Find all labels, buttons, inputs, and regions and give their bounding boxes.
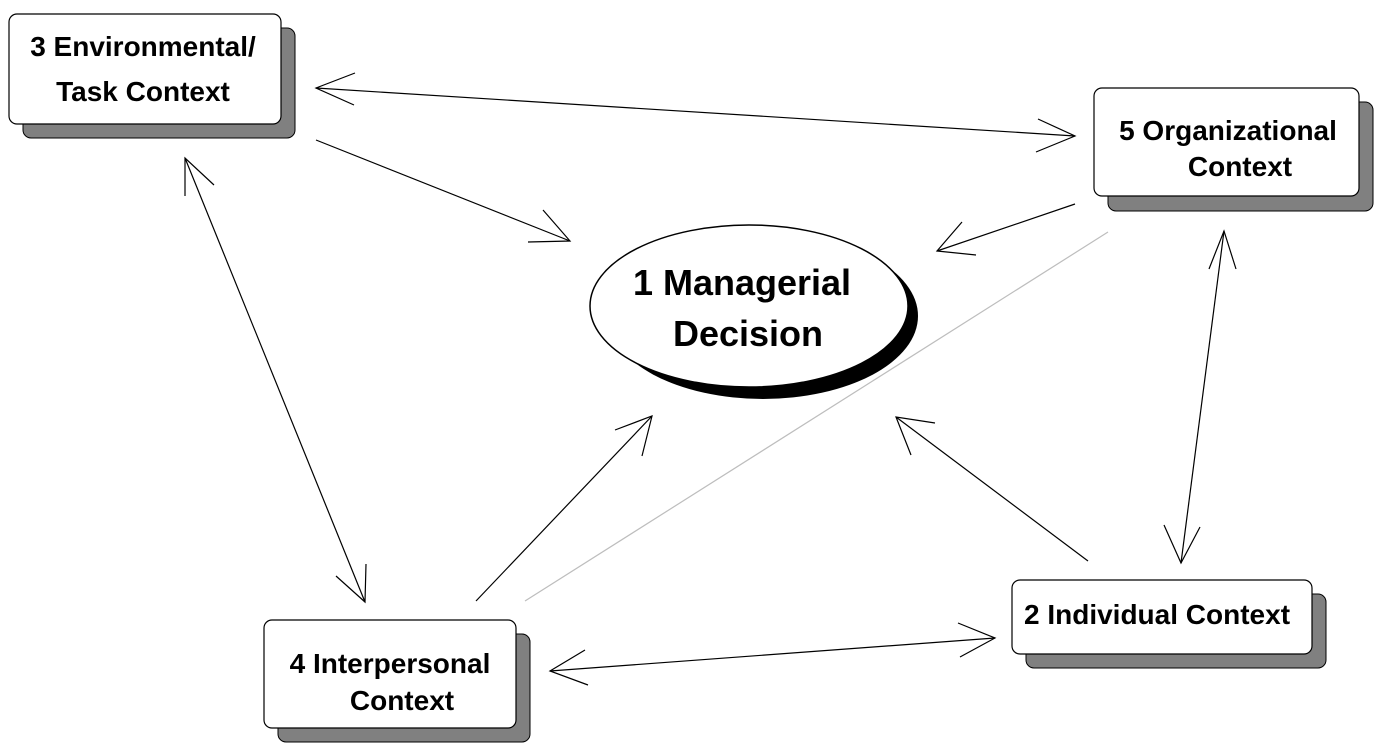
arrow-interpersonal-decision (475, 415, 653, 602)
interpersonal-box (263, 619, 517, 729)
organizational-interpersonal-line (524, 231, 1109, 602)
organizational-label-line-2: Context (1188, 151, 1292, 182)
managerial-decision-node: 1 Managerial Decision (589, 224, 918, 399)
organizational-label-line-1: 5 Organizational (1119, 115, 1337, 146)
connectors (184, 72, 1237, 686)
arrow-organizational-decision (935, 203, 1076, 256)
arrow-interpersonal-individual (548, 622, 997, 686)
environmental-label-line-2: Task Context (56, 76, 230, 107)
interpersonal-context-node: 4 Interpersonal Context (263, 619, 531, 743)
arrow-environmental-organizational (314, 72, 1077, 153)
individual-box (1011, 579, 1313, 655)
organizational-context-node: 5 Organizational Context (1093, 87, 1374, 212)
environmental-label-line-1: 3 Environmental/ (30, 31, 256, 62)
arrow-organizational-individual (1163, 229, 1237, 565)
environmental-task-context-node: 3 Environmental/ Task Context (8, 13, 296, 139)
interpersonal-label-line-1: 4 Interpersonal (290, 648, 491, 679)
decision-label-line-1: 1 Managerial (633, 262, 851, 303)
organizational-box (1093, 87, 1360, 197)
interpersonal-label-line-2: Context (350, 685, 454, 716)
arrow-environmental-interpersonal (184, 156, 367, 604)
arrow-environmental-decision (315, 139, 572, 243)
decision-label-line-2: Decision (673, 313, 823, 354)
arrow-individual-decision (895, 416, 1089, 562)
individual-label: 2 Individual Context (1024, 599, 1290, 630)
environmental-box (8, 13, 282, 125)
individual-context-node: 2 Individual Context (1011, 579, 1327, 669)
decision-ellipse (589, 224, 909, 388)
